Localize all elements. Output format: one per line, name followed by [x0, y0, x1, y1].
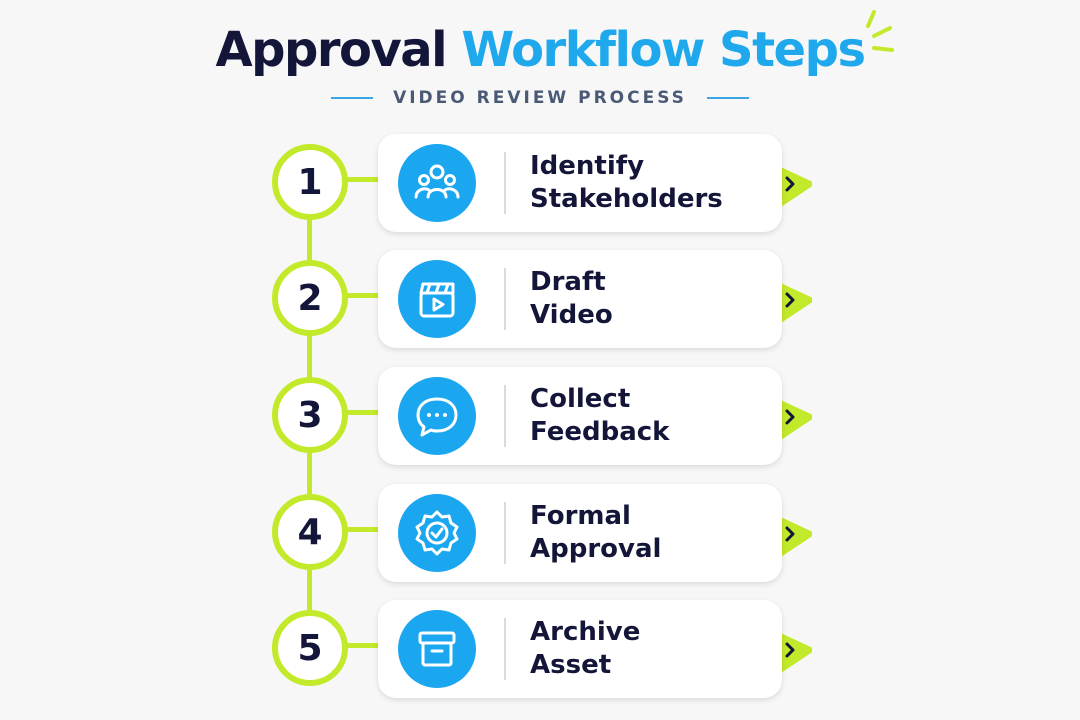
card-divider	[504, 152, 506, 214]
step-3[interactable]: 3 Collect Feedback	[0, 367, 1080, 467]
subtitle-rule-right	[706, 97, 749, 99]
step-label-line-2: Approval	[530, 534, 662, 564]
step-label-line-2: Video	[530, 300, 613, 330]
sparkle-icon	[866, 10, 894, 52]
subtitle: VIDEO REVIEW PROCESS	[393, 88, 687, 108]
step-label-line-1: Draft	[530, 267, 606, 297]
step-number: 4	[272, 494, 348, 570]
title-part-1: Approval	[215, 22, 447, 78]
step-card[interactable]: Formal Approval	[378, 484, 782, 582]
step-tick	[346, 293, 380, 298]
card-divider	[504, 502, 506, 564]
step-label-line-1: Collect	[530, 384, 631, 414]
step-number: 5	[272, 610, 348, 686]
chat-bubble-icon	[398, 377, 476, 455]
step-label: Collect Feedback	[530, 383, 750, 449]
step-4[interactable]: 4 Formal Approval	[0, 484, 1080, 584]
card-divider	[504, 268, 506, 330]
step-number: 1	[272, 144, 348, 220]
step-label: Draft Video	[530, 266, 750, 332]
step-card[interactable]: Collect Feedback	[378, 367, 782, 465]
step-card[interactable]: Draft Video	[378, 250, 782, 348]
archive-box-icon	[398, 610, 476, 688]
subtitle-row: VIDEO REVIEW PROCESS	[0, 88, 1080, 108]
stakeholders-icon	[398, 144, 476, 222]
page-title: Approval Workflow Steps	[0, 18, 1080, 82]
step-label: Formal Approval	[530, 500, 750, 566]
step-card[interactable]: Identify Stakeholders	[378, 134, 782, 232]
step-tick	[346, 527, 380, 532]
approval-badge-icon	[398, 494, 476, 572]
card-divider	[504, 385, 506, 447]
step-tick	[346, 177, 380, 182]
step-label-line-2: Asset	[530, 650, 612, 680]
step-label-line-1: Formal	[530, 501, 631, 531]
step-card[interactable]: Archive Asset	[378, 600, 782, 698]
step-2[interactable]: 2 Draft Video	[0, 250, 1080, 350]
subtitle-rule-left	[331, 97, 374, 99]
step-label-line-2: Stakeholders	[530, 184, 723, 214]
step-tick	[346, 643, 380, 648]
step-tick	[346, 410, 380, 415]
step-label: Archive Asset	[530, 616, 750, 682]
title-part-2: Workflow Steps	[461, 22, 866, 78]
step-5[interactable]: 5 Archive Asset	[0, 600, 1080, 700]
step-label-line-1: Archive	[530, 617, 641, 647]
step-label-line-1: Identify	[530, 151, 645, 181]
clapperboard-video-icon	[398, 260, 476, 338]
step-number: 3	[272, 377, 348, 453]
step-label: Identify Stakeholders	[530, 150, 750, 216]
step-label-line-2: Feedback	[530, 417, 670, 447]
step-1[interactable]: 1 Identify Stakeholders	[0, 134, 1080, 234]
card-divider	[504, 618, 506, 680]
step-number: 2	[272, 260, 348, 336]
